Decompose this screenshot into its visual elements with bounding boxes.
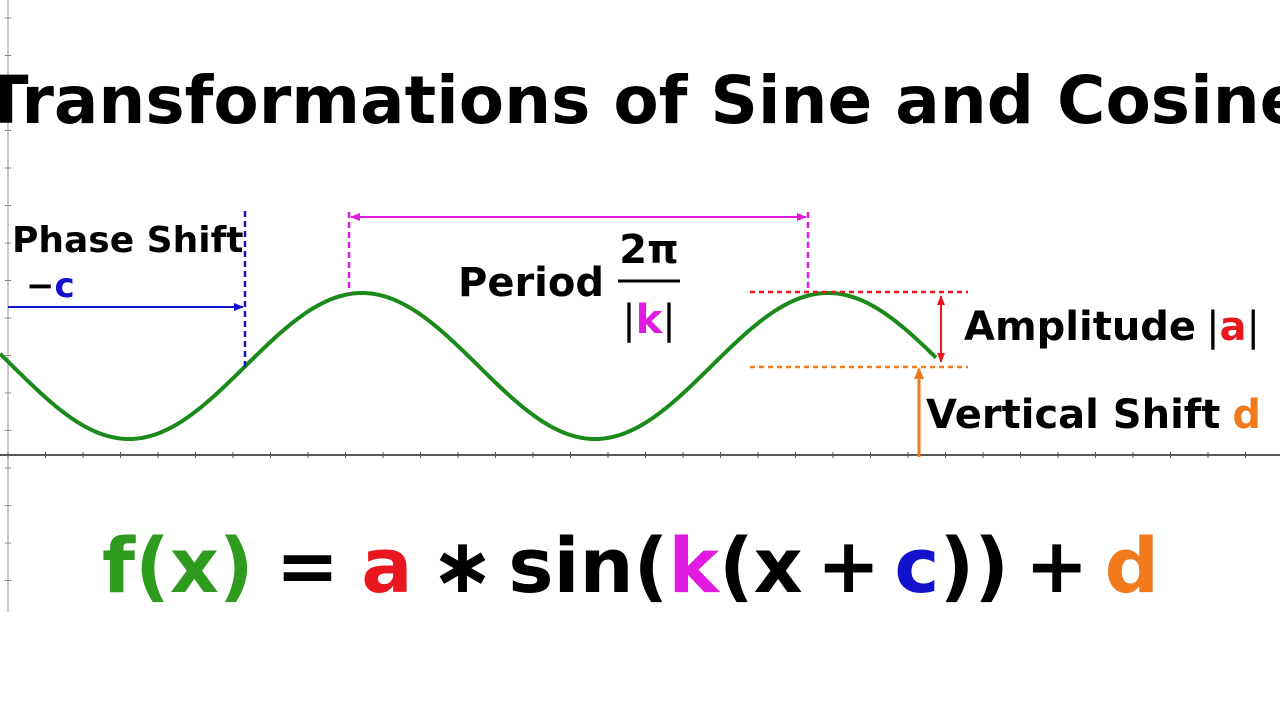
formula-lparen-3: (: [719, 521, 754, 610]
y-axis-ticks: [5, 17, 11, 581]
period-label: Period: [458, 260, 604, 306]
formula-lparen-2: (: [634, 521, 669, 610]
period-numerator: 2π: [619, 227, 678, 273]
phase-shift-value: −c: [26, 266, 75, 306]
vertical-shift-label: Vertical Shift d: [926, 392, 1261, 438]
page-title: Transformations of Sine and Cosine: [0, 62, 1280, 139]
formula: f(x)=a∗sin(k(x+c))+d: [102, 521, 1159, 610]
formula-rparen-2: ): [974, 521, 1009, 610]
amplitude-var: a: [1220, 304, 1247, 350]
formula-rparen-1: ): [219, 521, 254, 610]
formula-times: ∗: [431, 521, 495, 610]
formula-plus-2: +: [1025, 521, 1089, 610]
period-var: k: [636, 297, 664, 343]
formula-plus-1: +: [817, 521, 881, 610]
formula-c: c: [894, 521, 939, 610]
amplitude-label: Amplitude|a|: [964, 304, 1260, 350]
sine-curve: [0, 290, 938, 441]
vertical-shift-text: Vertical Shift: [926, 392, 1220, 438]
phase-shift-label: Phase Shift: [12, 220, 243, 261]
formula-x-1: x: [170, 521, 219, 610]
amplitude-bar-right: |: [1247, 304, 1260, 350]
formula-x-2: x: [754, 521, 803, 610]
formula-a: a: [361, 521, 412, 610]
formula-k: k: [668, 521, 720, 610]
formula-rparen-3: ): [939, 521, 974, 610]
formula-equals: =: [276, 521, 340, 610]
formula-sin: sin: [508, 521, 633, 610]
period-denominator: |k|: [622, 297, 676, 343]
formula-f: f: [102, 521, 136, 610]
phase-shift-sign: −: [26, 266, 55, 306]
period-bar-left: |: [622, 297, 635, 343]
formula-lparen-1: (: [135, 521, 170, 610]
amplitude-bar-left: |: [1206, 304, 1219, 350]
phase-shift-var: c: [55, 266, 75, 306]
formula-d: d: [1105, 521, 1159, 610]
amplitude-text: Amplitude: [964, 304, 1196, 350]
period-bar-right: |: [662, 297, 675, 343]
x-axis-ticks: [7, 452, 1246, 458]
vertical-shift-var: d: [1232, 392, 1261, 438]
